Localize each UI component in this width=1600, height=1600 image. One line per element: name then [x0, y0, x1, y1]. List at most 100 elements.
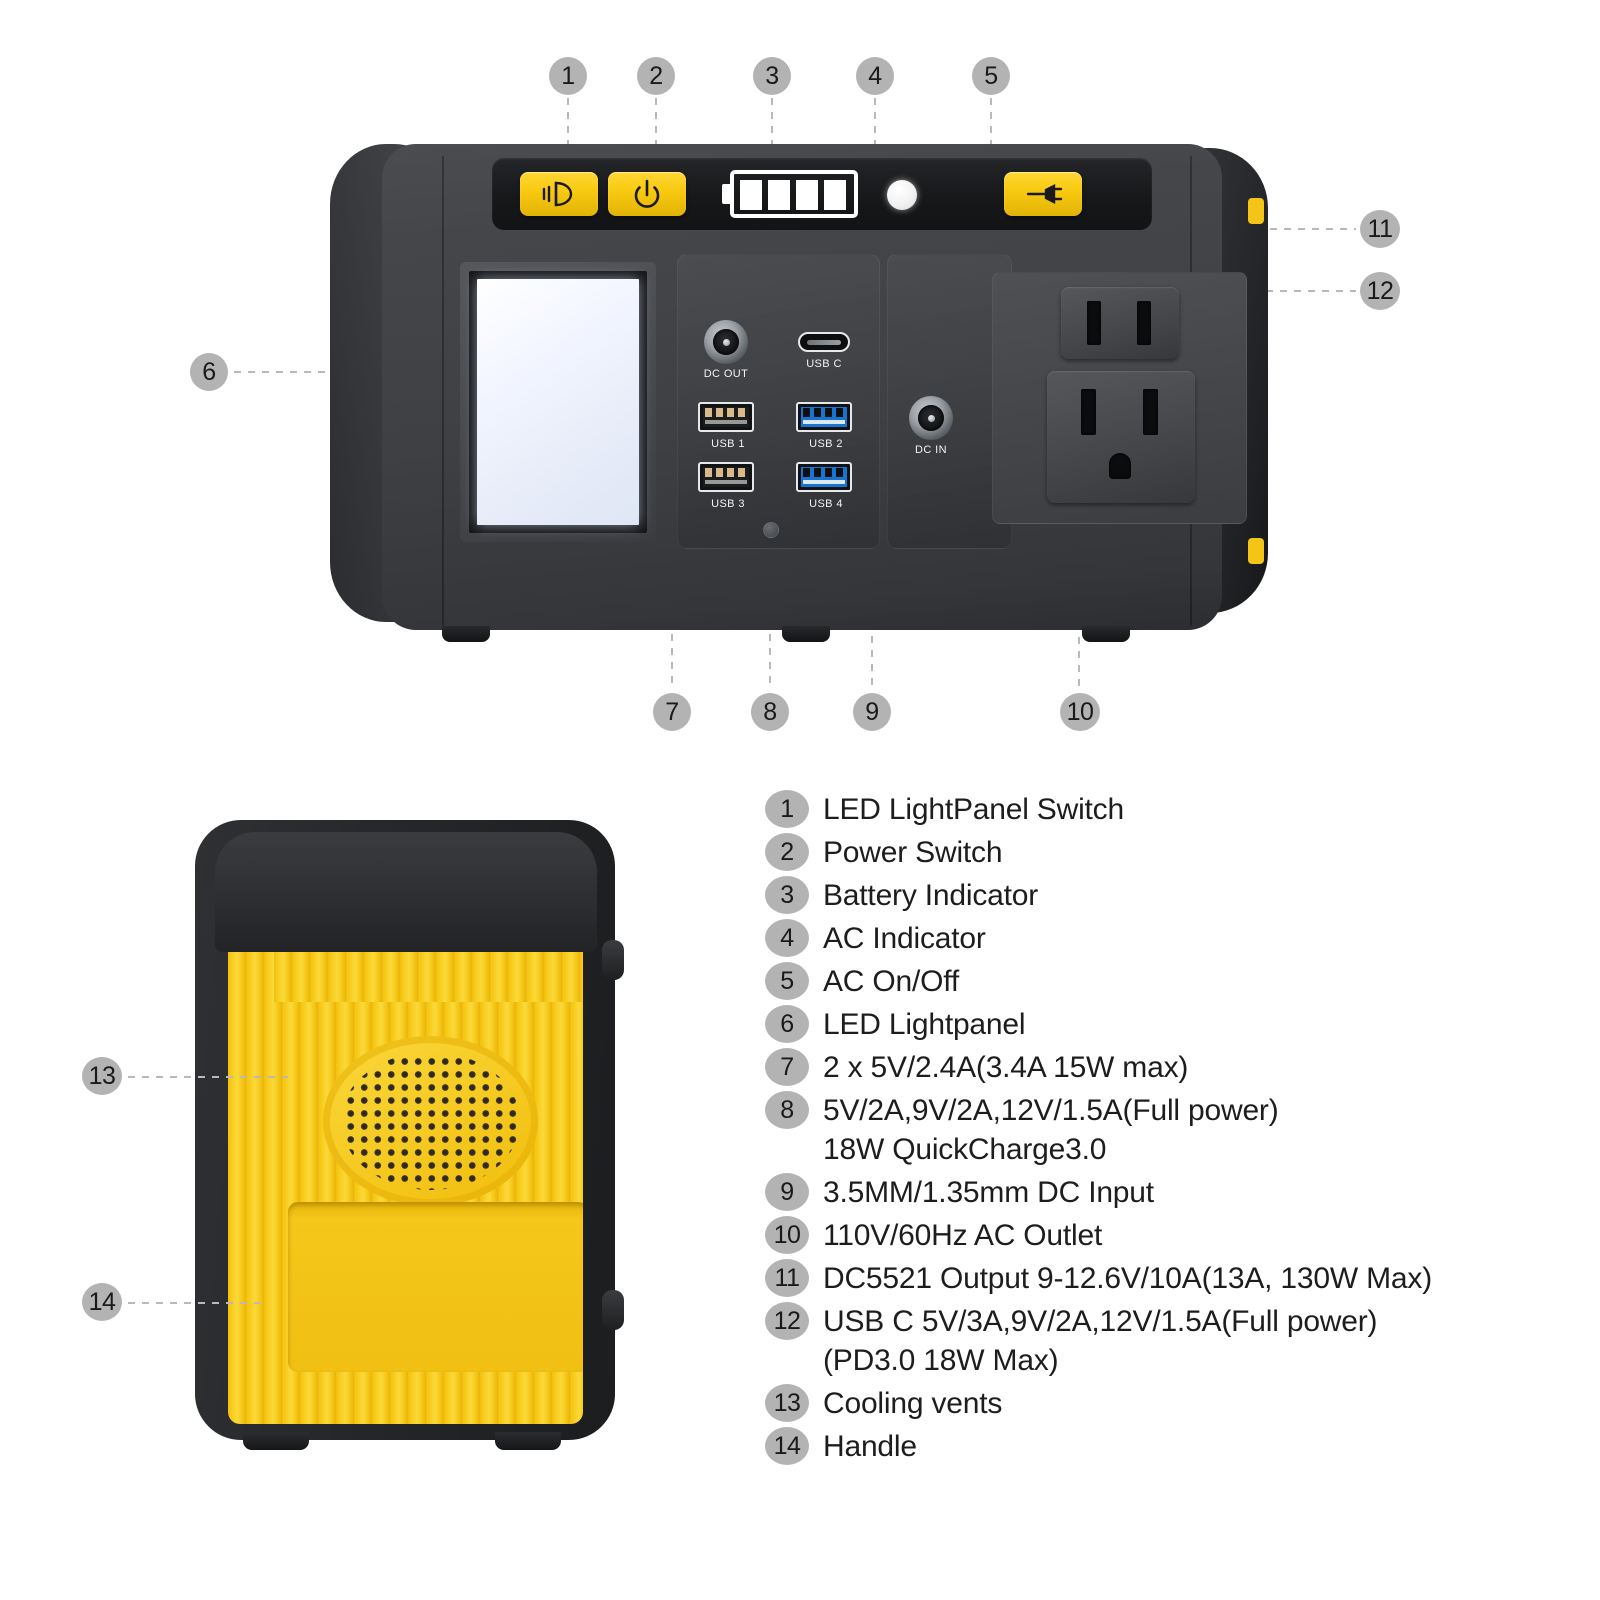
- legend-item: 8 5V/2A,9V/2A,12V/1.5A(Full power) 18W Q…: [765, 1091, 1565, 1169]
- power-switch-button[interactable]: [608, 172, 686, 216]
- usb-3-label: USB 3: [711, 498, 745, 510]
- legend-number: 5: [765, 962, 809, 1000]
- legend-number: 1: [765, 790, 809, 828]
- legend-label: USB C 5V/3A,9V/2A,12V/1.5A(Full power) (…: [823, 1305, 1378, 1377]
- legend-item: 9 3.5MM/1.35mm DC Input: [765, 1173, 1565, 1212]
- rear-foot-left: [243, 1432, 309, 1450]
- light-bulb-icon: [542, 181, 573, 207]
- legend-item: 7 2 x 5V/2.4A(3.4A 15W max): [765, 1048, 1565, 1087]
- callout-badge-8: 8: [751, 693, 789, 731]
- usb-1-pin-4: [738, 408, 745, 417]
- legend-number: 12: [765, 1302, 809, 1340]
- ac-outlet-lower[interactable]: [1047, 371, 1195, 503]
- device-body-front-face: DC OUT USB C USB 1 USB 2: [382, 144, 1247, 642]
- callout-badge-2: 2: [637, 57, 675, 95]
- legend-item: 14 Handle: [765, 1427, 1565, 1466]
- usb-3-pin-4: [738, 468, 745, 477]
- usb-1-label: USB 1: [711, 438, 745, 450]
- ac-indicator-led: [887, 180, 917, 210]
- dc-out-pin: [722, 338, 730, 346]
- callout-badge-6: 6: [190, 353, 228, 391]
- ac-outlet-lower-slot-right: [1143, 389, 1158, 435]
- legend-number: 2: [765, 833, 809, 871]
- battery-bar-3: [796, 180, 818, 210]
- ac-outlet-upper[interactable]: [1061, 287, 1179, 359]
- legend-label: AC Indicator: [823, 922, 986, 955]
- cooling-vent-holes: [341, 1052, 520, 1190]
- legend-item: 12 USB C 5V/3A,9V/2A,12V/1.5A(Full power…: [765, 1302, 1565, 1380]
- body-seam-left: [442, 156, 444, 626]
- legend-number: 14: [765, 1427, 809, 1465]
- ac-onoff-button[interactable]: [1004, 172, 1082, 216]
- side-knob-bottom: [602, 1290, 624, 1330]
- dc-out-port[interactable]: [704, 320, 748, 364]
- handle-recess: [288, 1202, 583, 1372]
- legend-item: 5 AC On/Off: [765, 962, 1565, 1001]
- usb-4-port[interactable]: [796, 462, 852, 492]
- usb-4-tongue: [801, 467, 847, 487]
- callout-badge-11: 11: [1360, 210, 1400, 248]
- callout-badge-12: 12: [1360, 272, 1400, 310]
- ac-outlet-lower-slot-left: [1081, 389, 1096, 435]
- legend-label: 3.5MM/1.35mm DC Input: [823, 1176, 1154, 1209]
- leader-line-5: [990, 98, 992, 160]
- legend-item: 13 Cooling vents: [765, 1384, 1565, 1423]
- usb-3-pin-3: [727, 468, 734, 477]
- usb-3-tongue: [703, 467, 749, 487]
- leader-line-4: [874, 98, 876, 178]
- front-view-device: DC OUT USB C USB 1 USB 2: [330, 138, 1268, 642]
- cooling-vent-grille: [323, 1036, 538, 1206]
- dc-out-label: DC OUT: [703, 368, 749, 380]
- usb-4-label: USB 4: [809, 498, 843, 510]
- usb-2-port[interactable]: [796, 402, 852, 432]
- usb-c-port[interactable]: [798, 332, 850, 352]
- usb-1-port[interactable]: [698, 402, 754, 432]
- usb-4-pin-1: [803, 468, 810, 477]
- usb-2-pin-3: [825, 408, 832, 417]
- usb-2-pin-4: [836, 408, 843, 417]
- dc-in-port[interactable]: [909, 396, 953, 440]
- usb-1-bar: [705, 420, 747, 424]
- ac-outlet-upper-slot-left: [1087, 301, 1101, 345]
- side-knob-top: [602, 940, 624, 980]
- legend-number: 9: [765, 1173, 809, 1211]
- callout-badge-9: 9: [853, 693, 891, 731]
- usb-4-bar: [803, 480, 845, 484]
- dc-in-label: DC IN: [915, 444, 947, 456]
- usb-3-port[interactable]: [698, 462, 754, 492]
- legend-label: Handle: [823, 1430, 917, 1463]
- usb-4-pin-4: [836, 468, 843, 477]
- usb-1-pin-2: [716, 408, 723, 417]
- legend-number: 6: [765, 1005, 809, 1043]
- led-lightpanel-switch-button[interactable]: [520, 172, 598, 216]
- device-foot-right: [1082, 626, 1130, 642]
- legend-label: 110V/60Hz AC Outlet: [823, 1219, 1103, 1252]
- legend-number: 13: [765, 1384, 809, 1422]
- usb-2-pin-2: [814, 408, 821, 417]
- legend-number: 7: [765, 1048, 809, 1086]
- legend-label: DC5521 Output 9-12.6V/10A(13A, 130W Max): [823, 1262, 1432, 1295]
- callout-badge-13: 13: [82, 1057, 122, 1095]
- rear-foot-right: [495, 1432, 561, 1450]
- usb-3-bar: [705, 480, 747, 484]
- port-recess-usb-group: [677, 254, 880, 549]
- callout-badge-7: 7: [653, 693, 691, 731]
- top-control-panel: [492, 158, 1152, 230]
- cooling-vent-perforations: [341, 1052, 520, 1190]
- usb-2-label: USB 2: [809, 438, 843, 450]
- legend-label: AC On/Off: [823, 965, 960, 998]
- legend-list: 1 LED LightPanel Switch 2 Power Switch 3…: [765, 790, 1565, 1470]
- rear-shell-accent-top: [1248, 198, 1264, 224]
- legend-number: 3: [765, 876, 809, 914]
- plug-icon: [1026, 184, 1063, 204]
- legend-item: 11 DC5521 Output 9-12.6V/10A(13A, 130W M…: [765, 1259, 1565, 1298]
- usb-2-bar: [803, 420, 845, 424]
- usb-2-pin-1: [803, 408, 810, 417]
- legend-item: 10 110V/60Hz AC Outlet: [765, 1216, 1565, 1255]
- battery-bar-2: [768, 180, 790, 210]
- usb-3-pin-1: [705, 468, 712, 477]
- reset-button[interactable]: [763, 522, 779, 538]
- usb-c-label: USB C: [806, 358, 842, 370]
- dc-in-pin: [927, 414, 935, 422]
- leader-line-3: [771, 98, 773, 160]
